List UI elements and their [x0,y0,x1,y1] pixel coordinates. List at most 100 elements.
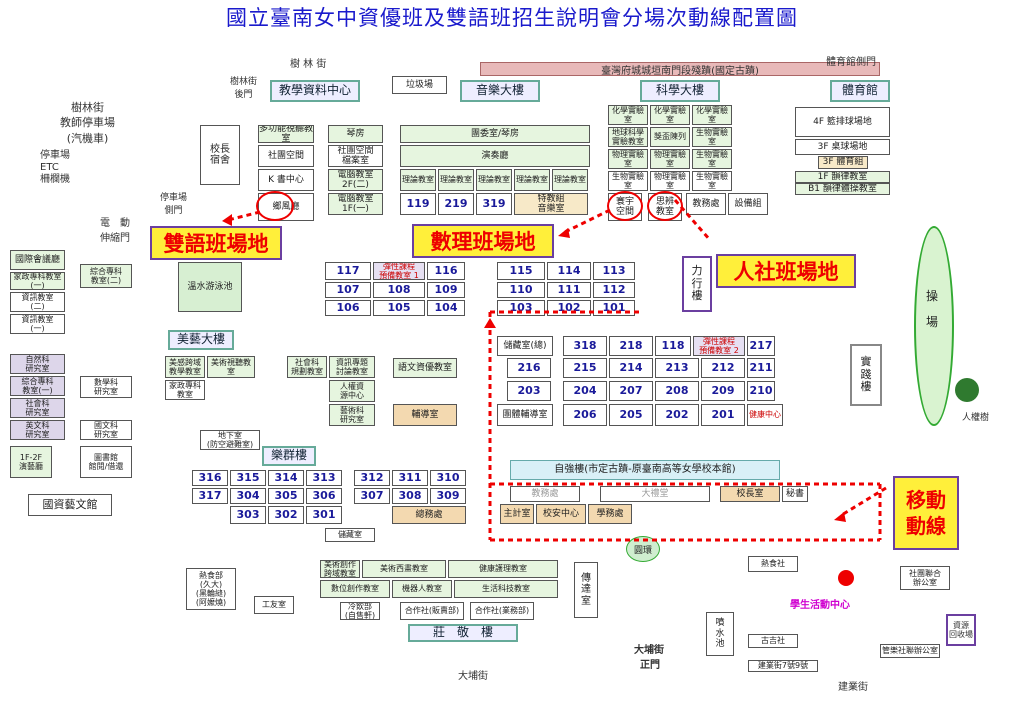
room-312: 312 [354,470,390,486]
social-research: 社會科 研究室 [10,398,65,418]
perform-hall: 演奏廳 [400,145,590,167]
integrated-room-2: 綜合專科 教室(二) [80,264,132,288]
room-313: 313 [306,470,342,486]
jianye-address: 建業街7號9號 [748,660,818,672]
room-201: 201 [701,404,745,426]
room-107: 107 [325,282,371,298]
home-ec-room-2: 家政專科 教室 [165,380,205,400]
room-113: 113 [593,262,635,280]
arts-cross-room: 美感跨域 教學教室 [165,356,205,378]
bio-lab-b: 生物實驗室 [692,149,732,169]
route-humanities [673,199,712,241]
student-affairs: 學務處 [588,504,632,524]
street-top: 樹 林 街 [290,59,327,70]
rhythm-room: 1F 韻律教室 [795,171,890,183]
hot-food-shop: 熱食部 (久大) (黑輪縫) (阿嬤燒) [186,568,236,610]
room-308: 308 [392,488,428,504]
room-302: 302 [268,506,304,524]
room-301: 301 [306,506,342,524]
arts-building: 美藝大樓 [168,330,234,350]
info-room-1: 資訊教室 (一) [10,314,65,334]
room-119: 119 [400,193,436,215]
room-210: 210 [747,381,775,401]
language-gifted-room: 語文資優教室 [393,358,457,378]
room-314: 314 [268,470,304,486]
computer-2: 電腦教室 2F(二) [328,169,383,191]
guozi-hall: 國資藝文館 [28,494,112,516]
nature-research: 自然科 研究室 [10,354,65,374]
library: 圖書館 館閱/借還 [80,446,132,478]
room-117: 117 [325,262,371,280]
street-bottom: 大埔街 [458,671,488,682]
main-gate: 正門 [640,660,660,671]
health-center: 健康中心 [747,404,783,426]
tree-icon [955,378,979,402]
liuxing-building: 力 行 樓 [682,256,712,312]
practice-building: 實 踐 樓 [850,344,882,406]
guji-club: 古吉社 [748,634,798,648]
hot-food-club: 熱食社 [748,556,798,572]
qinfang: 琴房 [328,125,383,143]
huan-circle [607,191,643,221]
multi-room: 多功能視聽教室 [258,125,314,143]
room-202: 202 [655,404,699,426]
chem-lab-2: 化學實驗室 [608,105,648,125]
room-214: 214 [609,358,653,378]
digital-creation-room: 數位創作教室 [320,580,390,598]
room-311: 311 [392,470,428,486]
ziqiang-building: 自強樓(市定古蹟-原臺南高等女學校本館) [510,460,780,480]
gym-side-gate: 體育館側門 [826,57,876,68]
robot-room: 機器人教室 [392,580,452,598]
motor-gate: 電 動 伸縮門 [100,218,130,244]
music-group-building: 樂群樓 [262,446,316,466]
health-care-room: 健康護理教室 [448,560,558,578]
k-book-center: K 書中心 [258,169,314,191]
room-315: 315 [230,470,266,486]
room-215: 215 [563,358,607,378]
room-112: 112 [593,282,635,298]
group-counsel: 團體輔導室 [497,404,553,426]
room-110: 110 [497,282,545,298]
info-discuss-room: 資訊專題 討論教室 [329,356,375,378]
room-304: 304 [230,488,266,504]
room-318: 318 [563,336,607,356]
room-212: 212 [701,358,745,378]
dapu-gate-label: 大埔街 [634,645,664,656]
room-116: 116 [427,262,465,280]
general-affairs: 總務處 [392,506,466,524]
computer-1: 電腦教室 1F(一) [328,193,383,215]
room-118: 118 [655,336,691,356]
art-av-room: 美術視聽教室 [207,356,255,378]
xiangfeng-circle [256,191,294,221]
teaching-center: 教學資料中心 [270,80,360,102]
special-music-room: 特教組 音樂室 [514,193,588,215]
swimming-pool: 溫水游泳池 [178,262,242,312]
principal-office: 校長室 [720,486,780,502]
teacher-parking: 樹林街 教師停車場 (汽機車) [60,101,115,145]
room-114: 114 [547,262,591,280]
city-wall-road: 臺灣府城城垣南門段殘蹟(國定古蹟) [480,62,880,77]
english-research: 英文科 研究室 [10,420,65,440]
route-bilingual [227,210,261,222]
room-213: 213 [655,358,699,378]
room-316: 316 [192,470,228,486]
prize-room: 獎盃陳列 [650,127,690,147]
auditorium: 大禮堂 [600,486,710,502]
bio-lab-c: 生物實驗室 [608,171,648,191]
room-310: 310 [430,470,466,486]
accounting-office: 主計室 [500,504,534,524]
fountain: 噴 水 池 [706,612,734,656]
room-217: 217 [747,336,775,356]
move-route-tag: 移動動線 [893,476,959,550]
room-207: 207 [609,381,653,401]
storage-main: 儲藏室(總) [497,336,553,356]
phys-lab-3: 物理實驗室 [650,171,690,191]
theory-room-4: 理論教室 [438,169,474,191]
coop-sales: 合作社(販賣部) [400,602,464,620]
arrow-math [558,228,570,238]
coop-business: 合作社(業務部) [470,602,534,620]
roundabout-label: 圓環 [633,545,652,556]
reception-room: 傳 達 室 [574,562,598,618]
performance-hall: 1F-2F 演藝廳 [10,446,52,478]
